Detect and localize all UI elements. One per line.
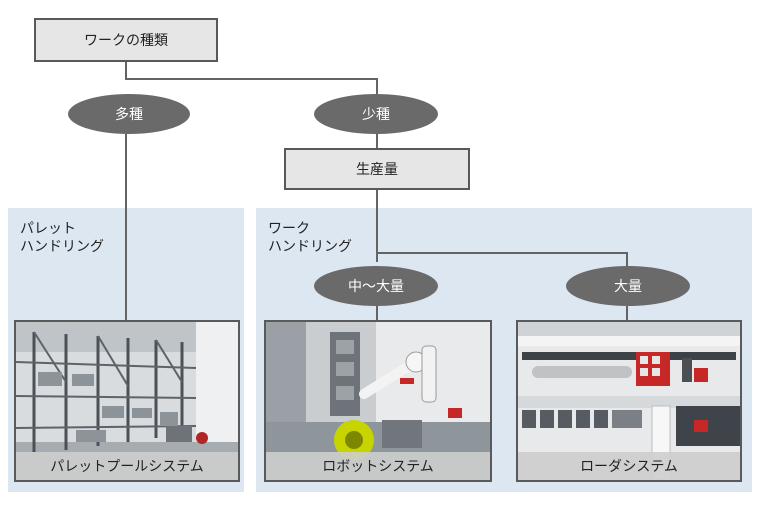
robot-system-caption: ロボットシステム	[266, 452, 490, 480]
pallet-pool-system-image: パレットプールシステム	[14, 320, 240, 482]
connector-to-few	[376, 78, 378, 94]
large-volume-label: 大量	[614, 279, 642, 295]
few-types-label: 少種	[362, 107, 390, 123]
medium-large-volume-oval: 中〜大量	[314, 266, 438, 306]
pallet-pool-illustration	[16, 322, 238, 480]
loader-system-image: ローダシステム	[516, 320, 742, 482]
connector-to-large	[626, 252, 628, 266]
few-types-oval: 少種	[314, 94, 438, 134]
work-handling-label-line2: ハンドリング	[268, 239, 352, 255]
connector-large-to-loader	[626, 306, 628, 320]
large-volume-oval: 大量	[566, 266, 690, 306]
work-handling-label: ワーク ハンドリング	[268, 220, 352, 256]
loader-system-caption-text: ローダシステム	[580, 459, 678, 475]
connector-volume-horizontal	[376, 252, 628, 254]
many-types-oval: 多種	[68, 94, 190, 134]
work-handling-label-line1: ワーク	[268, 221, 310, 237]
connector-many-to-pallet	[125, 134, 127, 320]
pallet-handling-label-line1: パレット	[20, 221, 76, 237]
workpiece-type-box: ワークの種類	[34, 18, 218, 62]
production-volume-label: 生産量	[356, 162, 398, 178]
production-volume-box: 生産量	[284, 148, 470, 190]
medium-large-volume-label: 中〜大量	[348, 279, 404, 295]
pallet-handling-label-line2: ハンドリング	[20, 239, 104, 255]
connector-few-to-volume	[376, 134, 378, 148]
robot-system-caption-text: ロボットシステム	[322, 459, 434, 475]
robot-system-image: ロボットシステム	[264, 320, 492, 482]
pallet-pool-system-caption: パレットプールシステム	[16, 452, 238, 480]
connector-volume-down	[376, 190, 378, 262]
pallet-pool-system-caption-text: パレットプールシステム	[50, 459, 204, 475]
many-types-label: 多種	[115, 107, 143, 123]
connector-root-down	[125, 60, 127, 80]
connector-medium-to-robot	[376, 306, 378, 320]
pallet-handling-label: パレット ハンドリング	[20, 220, 104, 256]
workpiece-type-label: ワークの種類	[84, 33, 168, 49]
connector-root-horizontal	[125, 78, 378, 80]
loader-system-caption: ローダシステム	[518, 452, 740, 480]
